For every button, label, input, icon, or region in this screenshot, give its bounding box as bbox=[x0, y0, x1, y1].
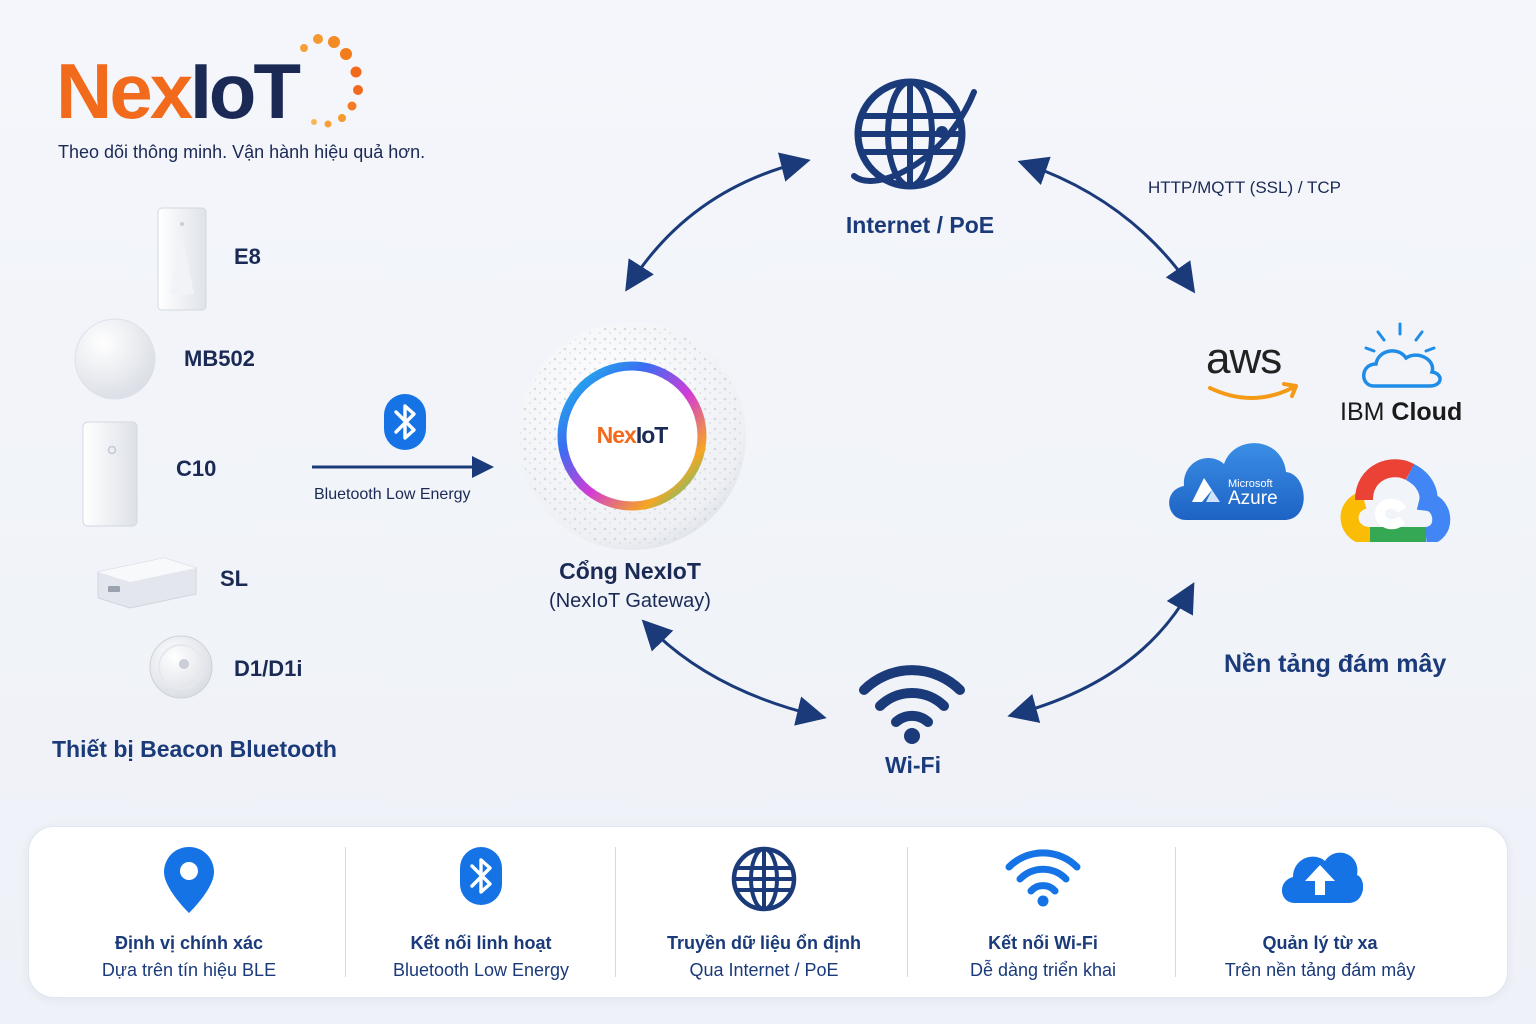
gateway-logo: NexIoT bbox=[584, 422, 680, 449]
device-label-e8: E8 bbox=[234, 244, 261, 269]
globe-icon bbox=[731, 846, 797, 912]
feature-subtitle: Trên nền tảng đám mây bbox=[1224, 960, 1416, 980]
aws-logo: aws bbox=[1206, 334, 1282, 383]
device-mb502-image bbox=[74, 318, 156, 400]
device-label-c10: C10 bbox=[176, 456, 217, 481]
azure-cloud-icon bbox=[1169, 443, 1304, 520]
feature-subtitle: Qua Internet / PoE bbox=[689, 960, 839, 980]
device-label-sl: SL bbox=[220, 566, 249, 591]
arrow-gateway-internet bbox=[625, 152, 811, 292]
cloud-section-title: Nền tảng đám mây bbox=[1224, 650, 1447, 678]
bluetooth-icon bbox=[460, 847, 502, 905]
beacon-section-title: Thiết bị Beacon Bluetooth bbox=[52, 736, 337, 762]
gateway-logo-dark: IoT bbox=[635, 422, 668, 448]
feature-item-location: Định vị chính xác Dựa trên tín hiệu BLE bbox=[69, 827, 309, 997]
gateway-subtitle: (NexIoT Gateway) bbox=[549, 590, 711, 612]
wifi-icon bbox=[1005, 849, 1081, 907]
feature-title: Quản lý từ xa bbox=[1262, 933, 1378, 953]
wifi-label: Wi-Fi bbox=[885, 752, 941, 778]
device-sl-image bbox=[97, 557, 197, 609]
device-e8-image bbox=[157, 207, 207, 311]
tagline: Theo dõi thông minh. Vận hành hiệu quả h… bbox=[58, 142, 426, 162]
ibm-bold: Cloud bbox=[1391, 398, 1463, 426]
feature-subtitle: Bluetooth Low Energy bbox=[392, 960, 570, 980]
gateway-title: Cổng NexIoT bbox=[559, 558, 701, 584]
feature-title: Kết nối Wi-Fi bbox=[988, 933, 1098, 953]
feature-item-wifi: Kết nối Wi-Fi Dễ dàng triển khai bbox=[921, 827, 1165, 997]
ibm-light: IBM bbox=[1340, 398, 1392, 426]
bluetooth-icon bbox=[384, 394, 426, 450]
feature-subtitle: Dựa trên tín hiệu BLE bbox=[101, 960, 277, 980]
feature-divider bbox=[907, 847, 908, 977]
brand-name: NexIoT bbox=[56, 47, 301, 135]
google-cloud-icon bbox=[1340, 459, 1451, 542]
feature-divider bbox=[1175, 847, 1176, 977]
arrow-wifi-cloud bbox=[1007, 582, 1195, 723]
arrow-gateway-wifi bbox=[641, 619, 827, 726]
feature-divider bbox=[345, 847, 346, 977]
connection-arrows bbox=[625, 152, 1196, 726]
internet-label: Internet / PoE bbox=[845, 212, 995, 238]
arrow-internet-cloud bbox=[1017, 156, 1196, 294]
wifi-icon bbox=[859, 665, 965, 744]
protocol-label: HTTP/MQTT (SSL) / TCP bbox=[1148, 178, 1341, 197]
location-pin-icon bbox=[164, 847, 214, 913]
brand-dots-icon bbox=[300, 34, 363, 128]
feature-divider bbox=[615, 847, 616, 977]
device-label-mb502: MB502 bbox=[184, 346, 255, 371]
internet-globe-icon bbox=[851, 78, 977, 190]
feature-item-data-transfer: Truyền dữ liệu ổn định Qua Internet / Po… bbox=[629, 827, 899, 997]
feature-subtitle: Dễ dàng triển khai bbox=[969, 960, 1117, 980]
gateway-logo-orange: Nex bbox=[596, 422, 637, 448]
device-label-d1: D1/D1i bbox=[234, 656, 303, 681]
ibm-cloud-logo: IBM Cloud bbox=[1340, 398, 1462, 427]
feature-item-remote: Quản lý từ xa Trên nền tảng đám mây bbox=[1189, 827, 1451, 997]
ibm-cloud-icon bbox=[1362, 322, 1442, 388]
brand-name-orange: Nex bbox=[56, 47, 193, 135]
gateway-device-image bbox=[518, 322, 746, 550]
feature-item-bluetooth: Kết nối linh hoạt Bluetooth Low Energy bbox=[359, 827, 603, 997]
brand-name-dark: IoT bbox=[190, 47, 301, 135]
azure-label: Azure bbox=[1228, 488, 1278, 509]
azure-small-label: Microsoft bbox=[1228, 478, 1273, 490]
feature-bar: Định vị chính xác Dựa trên tín hiệu BLE … bbox=[28, 826, 1508, 998]
aws-smile-icon bbox=[1208, 382, 1298, 400]
cloud-upload-icon bbox=[1282, 852, 1363, 903]
ble-arrow bbox=[312, 456, 494, 478]
device-c10-image bbox=[82, 421, 138, 527]
feature-title: Truyền dữ liệu ổn định bbox=[666, 933, 862, 953]
device-d1-image bbox=[149, 635, 213, 699]
ble-link-label: Bluetooth Low Energy bbox=[314, 486, 471, 503]
feature-title: Định vị chính xác bbox=[114, 933, 264, 953]
feature-title: Kết nối linh hoạt bbox=[410, 933, 552, 953]
